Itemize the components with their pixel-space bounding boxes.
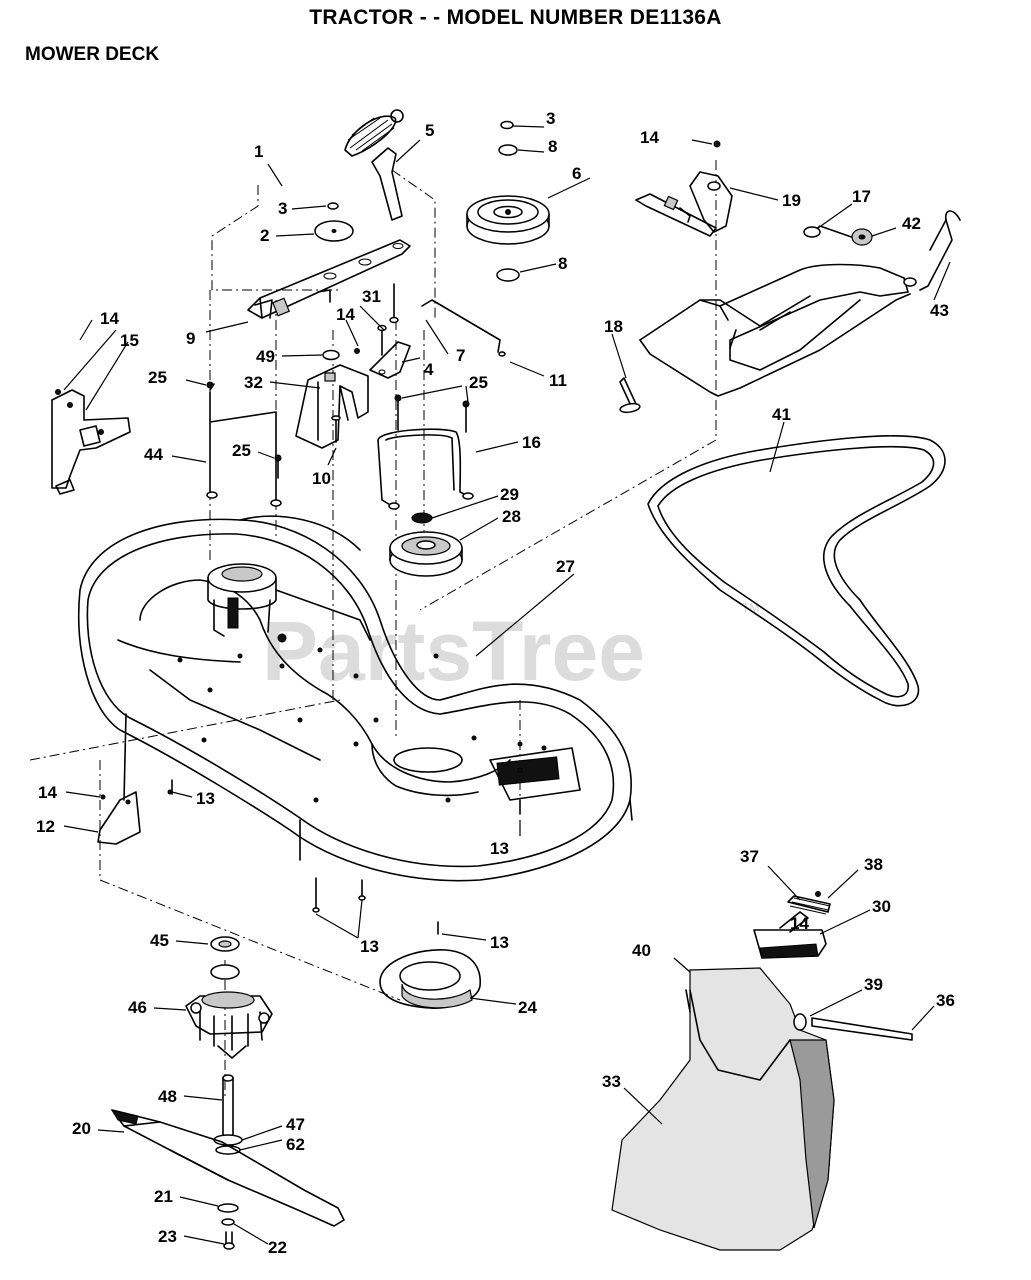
callout-29: 29 <box>500 485 519 504</box>
discharge-chute-part-33 <box>611 967 835 1251</box>
callout-14: 14 <box>100 309 119 328</box>
watermark-tm: TM <box>742 601 759 615</box>
callout-42: 42 <box>902 214 921 233</box>
callout-9: 9 <box>186 329 195 348</box>
idler-pulley-part-6 <box>466 120 550 282</box>
bracket-part-30 <box>753 911 827 959</box>
watermark: PartsTree <box>262 604 645 698</box>
blade-hardware <box>217 1203 239 1250</box>
callout-30: 30 <box>872 897 891 916</box>
callout-10: 10 <box>312 469 331 488</box>
bracket-part-4 <box>369 341 411 379</box>
callout-5: 5 <box>425 121 434 140</box>
idler-arm-part-5 <box>371 147 403 221</box>
callout-24: 24 <box>518 998 537 1017</box>
rod-part-36 <box>811 1017 913 1041</box>
callout-33: 33 <box>602 1072 621 1091</box>
belt-part-41 <box>647 435 946 707</box>
callout-25: 25 <box>232 441 251 460</box>
page-title: TRACTOR - - MODEL NUMBER DE1136A <box>309 6 722 29</box>
callout-32: 32 <box>244 373 263 392</box>
callout-16: 16 <box>522 433 541 452</box>
bracket-part-32 <box>295 364 369 449</box>
callout-45: 45 <box>150 931 169 950</box>
callout-37: 37 <box>740 847 759 866</box>
callout-43: 43 <box>930 301 949 320</box>
callout-6: 6 <box>572 164 581 183</box>
rod-part-11 <box>421 299 506 357</box>
callout-36: 36 <box>936 991 955 1010</box>
rod-part-44 <box>206 381 282 507</box>
callout-14: 14 <box>640 128 659 147</box>
callout-22: 22 <box>268 1238 287 1257</box>
handle-frame-part-17 <box>639 225 917 397</box>
mower-deck-part-27 <box>77 515 633 882</box>
blade-part-20 <box>110 1109 345 1227</box>
callout-2: 2 <box>260 226 269 245</box>
bolt-part-10 <box>331 415 341 443</box>
callout-27: 27 <box>556 557 575 576</box>
callout-21: 21 <box>154 1187 173 1206</box>
callout-38: 38 <box>864 855 883 874</box>
leader-lines <box>63 125 951 1245</box>
pin-part-18 <box>619 377 641 414</box>
callout-47: 47 <box>286 1115 305 1134</box>
washer-part-42 <box>851 228 873 246</box>
callout-41: 41 <box>772 405 791 424</box>
callout-25: 25 <box>469 373 488 392</box>
pulley-part-28 <box>389 512 463 577</box>
callout-46: 46 <box>128 998 147 1017</box>
callout-39: 39 <box>864 975 883 994</box>
spindle-housing-part-46 <box>185 936 273 1059</box>
callout-20: 20 <box>72 1119 91 1138</box>
bolts-part-13 <box>171 779 521 935</box>
section-title: MOWER DECK <box>25 44 160 65</box>
callout-13: 13 <box>490 933 509 952</box>
callout-8: 8 <box>548 137 557 156</box>
callout-3: 3 <box>546 109 555 128</box>
callout-13: 13 <box>196 789 215 808</box>
callout-28: 28 <box>502 507 521 526</box>
callout-49: 49 <box>256 347 275 366</box>
bracket-part-9 <box>247 239 411 319</box>
callout-11: 11 <box>549 371 567 390</box>
callout-14: 14 <box>336 305 355 324</box>
spindle-shaft-part-48 <box>213 1074 243 1155</box>
hairpin-part-43 <box>919 210 961 291</box>
callout-14: 14 <box>790 914 809 933</box>
callout-7: 7 <box>456 346 465 365</box>
callout-12: 12 <box>36 817 55 836</box>
bracket-part-12 <box>97 789 173 845</box>
deck-holes <box>177 647 547 803</box>
callout-15: 15 <box>120 331 139 350</box>
callout-40: 40 <box>632 941 651 960</box>
spring-part-37 <box>787 891 831 915</box>
callout-19: 19 <box>782 191 801 210</box>
washer-part-2 <box>314 202 354 242</box>
bolts-center <box>322 283 399 361</box>
callout-23: 23 <box>158 1227 177 1246</box>
callout-13: 13 <box>360 937 379 956</box>
ring-part-24 <box>379 949 481 1010</box>
spring-part-1 <box>344 109 404 157</box>
callout-14: 14 <box>38 783 57 802</box>
handle-part-16 <box>377 394 474 510</box>
bracket-part-15 <box>51 389 131 495</box>
callout-13: 13 <box>490 839 509 858</box>
callout-1: 1 <box>254 142 263 161</box>
callout-62: 62 <box>286 1135 305 1154</box>
bracket-part-19 <box>635 140 733 237</box>
callout-48: 48 <box>158 1087 177 1106</box>
callout-3: 3 <box>278 199 287 218</box>
callout-labels: 1 3 2 5 3 8 6 8 9 31 14 49 7 4 11 32 25 … <box>36 109 955 1257</box>
callout-25: 25 <box>148 368 167 387</box>
callout-8: 8 <box>558 254 567 273</box>
callout-18: 18 <box>604 317 623 336</box>
callout-44: 44 <box>144 445 163 464</box>
callout-17: 17 <box>852 187 871 206</box>
callout-4: 4 <box>424 360 434 379</box>
callout-31: 31 <box>362 287 381 306</box>
